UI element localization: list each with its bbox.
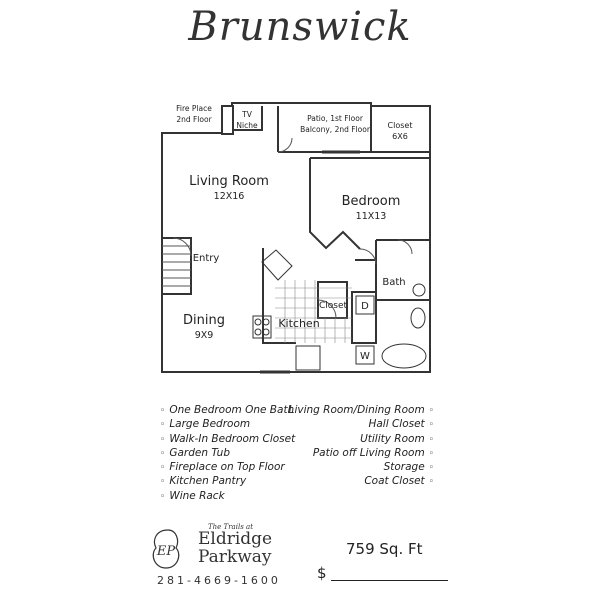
feature-item: Fireplace on Top Floor bbox=[160, 461, 295, 475]
laundry-wall bbox=[351, 291, 377, 344]
square-footage: 759 Sq. Ft bbox=[346, 540, 423, 558]
tv-niche-label-2: Niche bbox=[236, 121, 258, 130]
dining-size: 9X9 bbox=[195, 330, 214, 341]
kitchen-label: Kitchen bbox=[278, 317, 319, 330]
feature-item: Living Room/Dining Room bbox=[289, 404, 434, 418]
feature-item: Large Bedroom bbox=[160, 418, 295, 432]
door-arc bbox=[397, 239, 413, 255]
feature-item: Storage bbox=[289, 461, 434, 475]
brand-tagline: The Trails at bbox=[208, 523, 254, 531]
brand-name-line1: Eldridge bbox=[198, 529, 273, 549]
sink bbox=[261, 249, 293, 281]
fireplace-label: Fire Place bbox=[176, 104, 212, 113]
patio-label: Patio, 1st Floor bbox=[307, 114, 364, 123]
bath-sink bbox=[412, 283, 426, 297]
stove-burner bbox=[254, 328, 262, 336]
brand-name-line2: Parkway bbox=[198, 547, 272, 567]
washer-box bbox=[355, 345, 375, 365]
refrigerator bbox=[295, 345, 321, 371]
entry-label: Entry bbox=[193, 253, 220, 264]
dining-label: Dining bbox=[183, 313, 225, 328]
toilet bbox=[410, 307, 426, 329]
phone-number: 281-4669-1600 bbox=[157, 574, 281, 587]
feature-item: Kitchen Pantry bbox=[160, 475, 295, 489]
feature-item: One Bedroom One Bath bbox=[160, 404, 295, 418]
washer-label: W bbox=[360, 351, 370, 362]
stove bbox=[252, 315, 272, 339]
bedroom-wall bbox=[309, 158, 361, 250]
price-blank-line bbox=[331, 580, 448, 581]
closet-hall-label: Closet bbox=[319, 301, 348, 311]
closet-size: 6X6 bbox=[392, 132, 408, 141]
feature-item: Walk-In Bedroom Closet bbox=[160, 433, 295, 447]
living-room-label: Living Room bbox=[189, 174, 269, 189]
closet-label: Closet bbox=[388, 121, 413, 130]
stove-burner bbox=[262, 318, 270, 326]
door-arc bbox=[172, 237, 192, 257]
patio-label-2: Balcony, 2nd Floor bbox=[300, 125, 371, 134]
plan-title: Brunswick bbox=[188, 4, 412, 50]
door-arc bbox=[317, 299, 337, 319]
feature-item: Coat Closet bbox=[289, 475, 434, 489]
brand-logo: EP bbox=[152, 529, 180, 569]
feature-item: Hall Closet bbox=[289, 418, 434, 432]
fireplace-floor-label: 2nd Floor bbox=[176, 115, 212, 124]
tv-niche-wall bbox=[232, 106, 263, 131]
living-room-size: 12X16 bbox=[214, 191, 245, 202]
monogram-text: EP bbox=[156, 544, 175, 559]
closet-wall bbox=[370, 106, 430, 153]
bathtub bbox=[381, 343, 427, 369]
monogram-frame bbox=[152, 529, 180, 569]
stove-burner bbox=[262, 328, 270, 336]
stove-burner bbox=[254, 318, 262, 326]
bath-wall bbox=[375, 240, 430, 301]
price-symbol: $ bbox=[317, 564, 327, 582]
bedroom-size: 11X13 bbox=[356, 211, 387, 222]
features-right-list: Living Room/Dining Room Hall Closet Util… bbox=[289, 404, 434, 490]
feature-item: Wine Rack bbox=[160, 490, 295, 504]
bedroom-label: Bedroom bbox=[342, 194, 401, 209]
tv-niche-label: TV bbox=[241, 110, 253, 119]
fireplace-box bbox=[221, 105, 234, 135]
feature-item: Patio off Living Room bbox=[289, 447, 434, 461]
door-arc bbox=[359, 248, 377, 265]
feature-item: Garden Tub bbox=[160, 447, 295, 461]
kitchen-tile-grid bbox=[275, 280, 352, 343]
bath-label: Bath bbox=[382, 277, 405, 288]
feature-item: Utility Room bbox=[289, 433, 434, 447]
dryer-label: D bbox=[361, 301, 369, 312]
features-left-list: One Bedroom One Bath Large Bedroom Walk-… bbox=[160, 404, 295, 504]
door-arc bbox=[277, 137, 293, 153]
floor-plan: Fire Place 2nd Floor TV Niche Patio, 1st… bbox=[161, 102, 431, 374]
dryer-box bbox=[355, 295, 375, 315]
